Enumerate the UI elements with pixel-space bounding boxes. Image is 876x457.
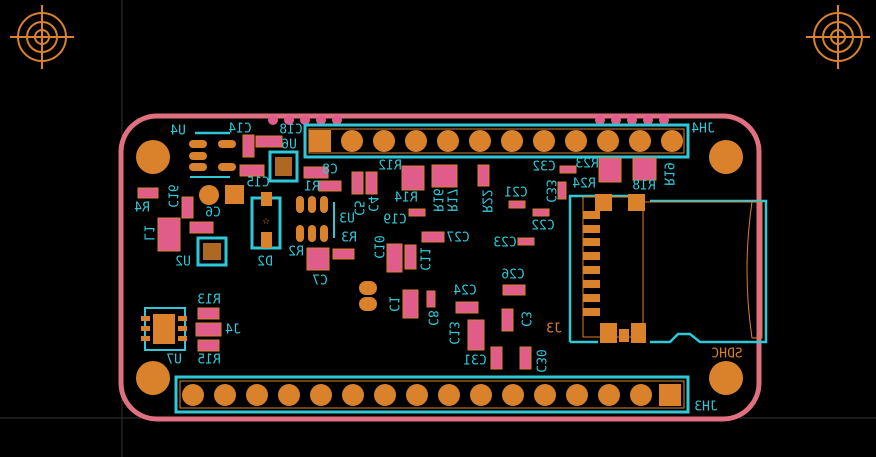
label-r17: R17: [443, 188, 459, 212]
label-r16: R16: [429, 188, 445, 212]
label-u6: U6: [281, 137, 297, 153]
label-l1: L1: [140, 225, 156, 241]
label-c1: C1: [385, 296, 401, 312]
fiducial-target-left: [10, 5, 74, 69]
label-c8: C8: [322, 162, 338, 178]
label-c33: C33: [542, 179, 558, 203]
label-c26: C26: [501, 267, 525, 283]
label-r14: R14: [394, 190, 418, 206]
label-r2: R2: [288, 244, 304, 260]
label-c15: C15: [246, 175, 270, 191]
ic-u6: [268, 150, 299, 183]
edge-pads: [268, 115, 669, 125]
label-u2: U2: [175, 254, 191, 270]
label-c10: C10: [370, 235, 386, 259]
label-r22: R22: [478, 189, 494, 213]
label-u7: U7: [166, 352, 182, 368]
label-r13: R13: [197, 292, 221, 308]
label-c31: C31: [463, 353, 487, 369]
label-c13: C13: [445, 321, 461, 345]
label-r24: R24: [572, 176, 596, 192]
label-r12: R12: [378, 158, 402, 174]
label-c22: C22: [531, 218, 555, 234]
label-c24: C24: [453, 283, 477, 299]
smd-passives: [137, 134, 657, 370]
label-jh3: JH3: [694, 399, 718, 415]
label-c5: C5: [350, 200, 366, 216]
label-r18: R18: [632, 178, 656, 194]
label-c11: C11: [416, 247, 432, 271]
header-jh4: [303, 123, 690, 159]
label-d2: D2: [257, 254, 273, 270]
label-c23: C23: [493, 235, 517, 251]
fiducial-target-right: [806, 5, 870, 69]
label-r23: R23: [575, 156, 599, 172]
label-c9: C8: [424, 310, 440, 326]
copper-pads-misc: [199, 185, 377, 311]
label-u4: U4: [170, 123, 186, 139]
label-c21: C21: [504, 185, 528, 201]
label-jh4: JH4: [691, 121, 715, 137]
label-j4: J4: [225, 322, 241, 338]
ic-u3: [296, 196, 335, 242]
label-c4: C4: [364, 196, 380, 212]
header-jh3: [174, 375, 690, 414]
label-c19: C19: [383, 212, 407, 228]
label-c32: C32: [532, 159, 556, 175]
label-r1: R1: [304, 179, 320, 195]
label-r15: R15: [197, 352, 221, 368]
label-c3: C3: [517, 311, 533, 327]
ic-u4: [189, 131, 236, 178]
mounting-holes: [136, 140, 743, 395]
label-c6: C6: [205, 205, 221, 221]
label-c7: C7: [312, 273, 328, 289]
label-c30: C30: [532, 349, 548, 373]
board-outline: [118, 113, 762, 422]
label-j3: J3: [546, 321, 562, 337]
label-c27: C27: [446, 230, 470, 246]
label-r19: R19: [660, 162, 676, 186]
ic-u2: [196, 236, 228, 267]
label-r4: R4: [134, 200, 150, 216]
sd-card-connector-j3: [568, 194, 768, 344]
label-c14: C14: [228, 121, 252, 137]
label-c16: C16: [164, 184, 180, 208]
svg-text:☆: ☆: [262, 213, 269, 227]
label-c18: C18: [279, 122, 303, 138]
label-sdhc: SDHC: [711, 346, 743, 362]
ic-u7: [141, 307, 187, 351]
label-r3: R3: [341, 230, 357, 246]
diode-d2: ☆: [250, 192, 282, 250]
